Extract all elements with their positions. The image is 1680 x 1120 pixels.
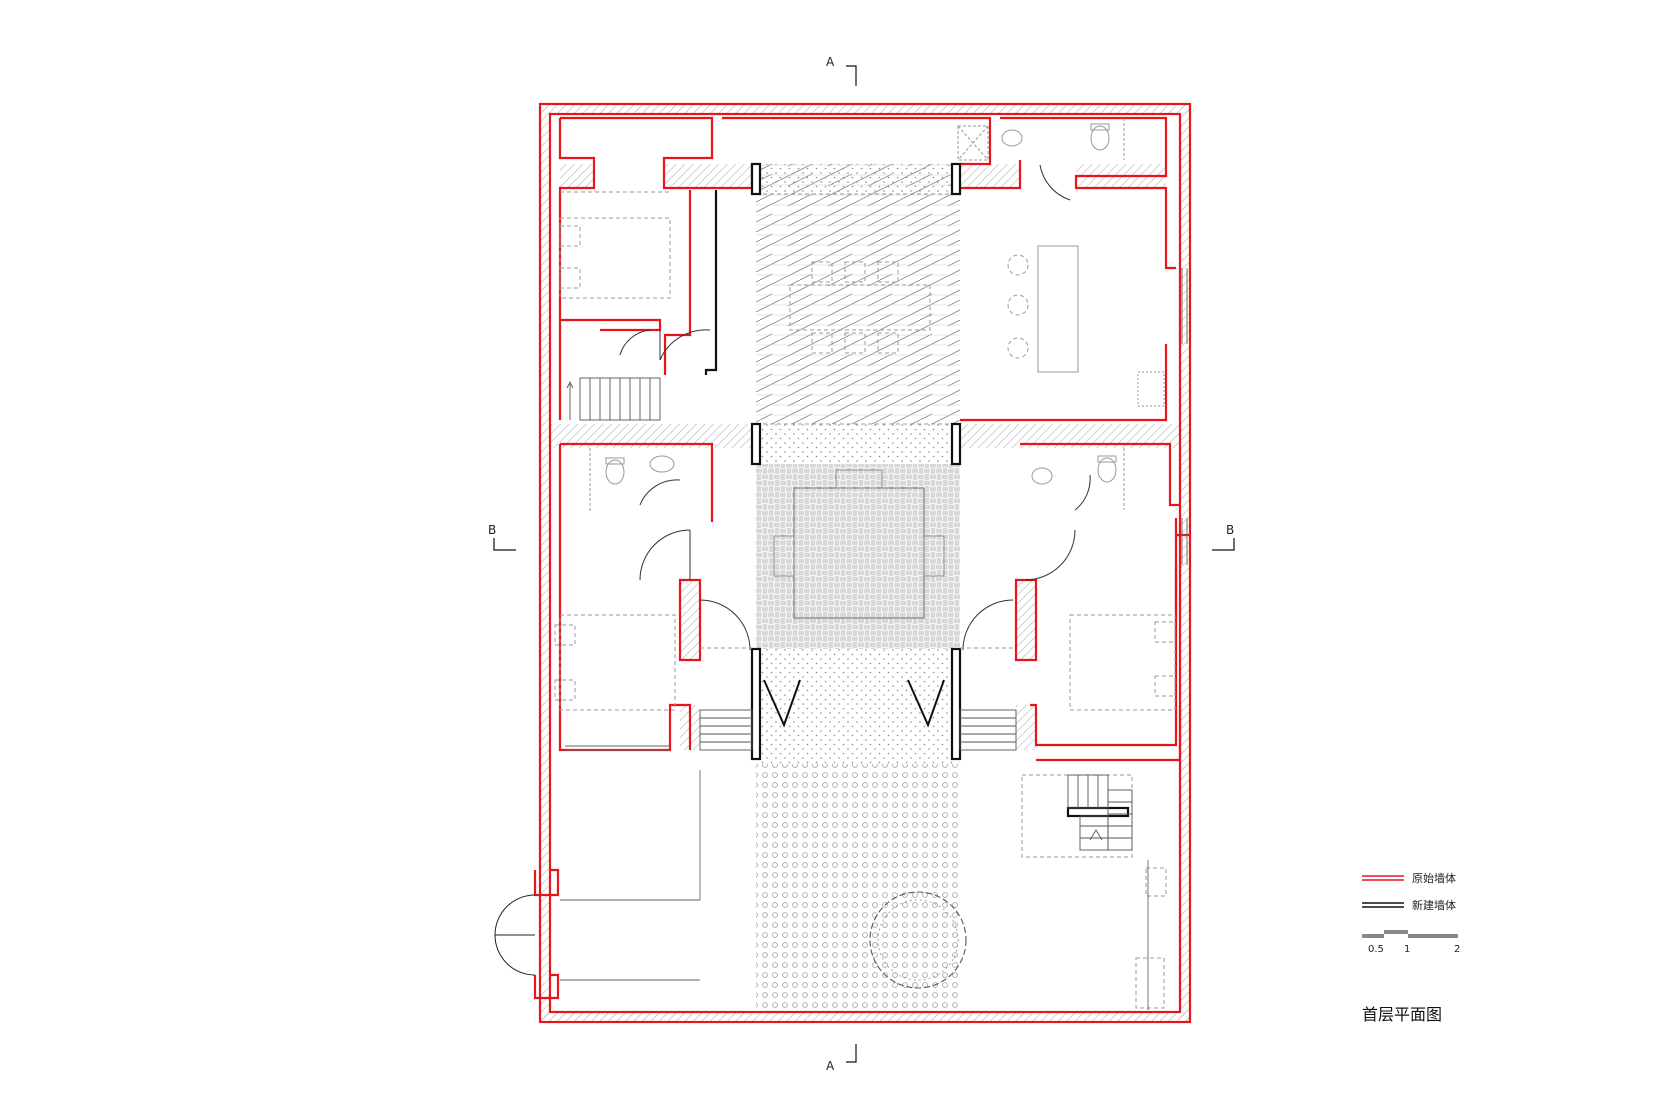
stairs-southeast — [1067, 774, 1133, 851]
scale-label-2: 2 — [1454, 944, 1460, 955]
furniture — [554, 191, 1176, 1009]
legend-original-wall: 原始墙体 — [1412, 871, 1456, 885]
north-hall-floor — [756, 164, 960, 424]
original-walls — [533, 102, 1192, 1024]
tree-icon — [869, 891, 967, 989]
windows — [560, 268, 1188, 1010]
folding-doors[interactable] — [763, 679, 945, 728]
section-mark-b-right — [1212, 538, 1235, 551]
section-label-a-bottom: A — [826, 1059, 835, 1073]
scale-label-0-5: 0.5 — [1368, 944, 1384, 955]
stairs-northwest — [566, 377, 661, 421]
kitchen-island — [1037, 245, 1079, 373]
entry-steps — [699, 709, 1017, 751]
dining-table — [789, 284, 931, 331]
section-label-a-top: A — [826, 55, 835, 69]
section-label-b-left: B — [488, 523, 496, 537]
garden-gravel — [756, 764, 960, 1012]
scale-bar: 0.5 1 2 — [1362, 930, 1460, 955]
bed-northwest — [559, 217, 671, 299]
wall-hatch — [540, 104, 1190, 1022]
legend-new-wall: 新建墙体 — [1412, 898, 1456, 912]
section-mark-a-bottom — [846, 1044, 857, 1063]
entrance-door[interactable] — [494, 894, 536, 976]
scale-label-1: 1 — [1404, 944, 1410, 955]
courtyard-platform — [793, 487, 925, 619]
bath-fixtures — [589, 118, 1165, 512]
section-mark-b-left — [493, 538, 516, 551]
drawing-title: 首层平面图 — [1362, 1005, 1442, 1024]
legend: 原始墙体 新建墙体 — [1362, 871, 1456, 912]
section-label-b-right: B — [1226, 523, 1234, 537]
section-mark-a-top — [846, 65, 857, 86]
bed-southwest — [559, 614, 676, 711]
bed-southeast — [1069, 614, 1176, 711]
door-swings — [619, 164, 1091, 651]
